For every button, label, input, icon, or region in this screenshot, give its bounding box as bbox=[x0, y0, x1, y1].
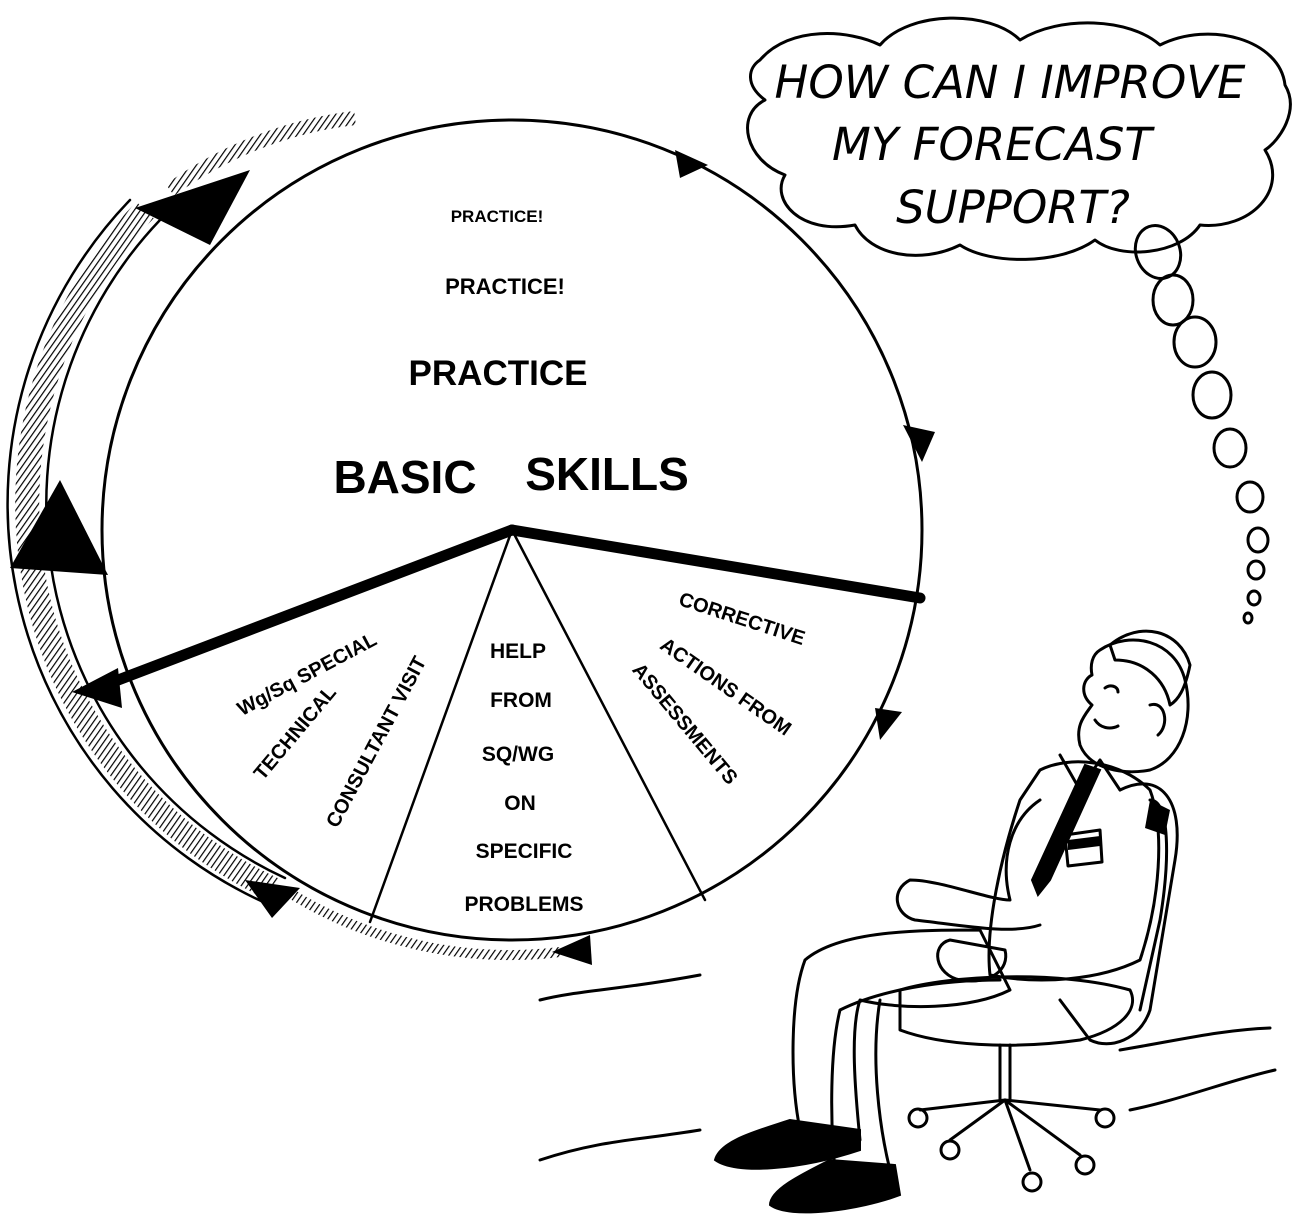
arrow-head-left bbox=[10, 480, 108, 575]
man-arm bbox=[895, 798, 1042, 931]
practice-line-1: PRACTICE! bbox=[451, 207, 544, 226]
skills-label: SKILLS bbox=[525, 448, 689, 500]
hatched-top-band bbox=[165, 111, 356, 196]
arrow-head-top-right bbox=[675, 150, 708, 178]
man-shoe-left bbox=[713, 1118, 861, 1170]
cycle-wheel bbox=[6, 111, 935, 965]
right-segment-line-1: CORRECTIVE bbox=[676, 589, 808, 650]
middle-segment-line-6: PROBLEMS bbox=[464, 893, 583, 916]
seated-forecaster-illustration bbox=[538, 629, 1277, 1214]
divider-left bbox=[86, 524, 518, 696]
wheel-circle bbox=[100, 118, 924, 942]
man-legs bbox=[791, 928, 1012, 1142]
man-hand bbox=[936, 938, 1008, 983]
thought-bubble: HOW CAN I IMPROVE MY FORECAST SUPPORT? bbox=[746, 16, 1292, 625]
hatched-bottom-band bbox=[282, 885, 561, 961]
hatched-cycle-arrow bbox=[15, 201, 281, 901]
divider-inner-left bbox=[368, 528, 514, 924]
arrow-head-divider bbox=[72, 668, 122, 708]
middle-segment-line-4: ON bbox=[504, 792, 536, 815]
middle-segment-line-5: SPECIFIC bbox=[476, 840, 573, 863]
basic-label: BASIC bbox=[333, 451, 476, 503]
left-segment: Wg/Sq SPECIAL TECHNICAL CONSULTANT VISIT bbox=[234, 629, 431, 832]
thought-line-1: HOW CAN I IMPROVE bbox=[775, 56, 1247, 109]
man-head bbox=[1077, 638, 1190, 774]
arrow-head-lower-right bbox=[875, 708, 902, 740]
main-segment: PRACTICE! PRACTICE! PRACTICE BASIC SKILL… bbox=[333, 207, 688, 503]
right-segment: CORRECTIVE ACTIONS FROM ASSESSMENTS bbox=[628, 589, 808, 790]
man-torso bbox=[987, 760, 1161, 982]
man-tie bbox=[1030, 763, 1102, 897]
thought-line-2: MY FORECAST bbox=[832, 118, 1155, 171]
arrow-head-right bbox=[903, 425, 935, 462]
chair-back bbox=[1058, 782, 1179, 1046]
thought-trail bbox=[1133, 224, 1270, 625]
arrow-head-bottom bbox=[552, 935, 592, 965]
thought-cloud bbox=[746, 16, 1292, 261]
practice-line-2: PRACTICE! bbox=[445, 274, 565, 299]
arrow-head-upper-left bbox=[135, 170, 250, 245]
middle-segment-line-3: SQ/WG bbox=[482, 743, 554, 766]
left-segment-line-3: CONSULTANT VISIT bbox=[322, 653, 431, 831]
arrow-head-bottom-left bbox=[245, 880, 300, 918]
thought-line-3: SUPPORT? bbox=[896, 181, 1130, 234]
middle-segment-line-2: FROM bbox=[490, 689, 552, 712]
middle-segment-line-1: HELP bbox=[490, 640, 546, 663]
middle-segment: HELP FROM SQ/WG ON SPECIFIC PROBLEMS bbox=[464, 640, 583, 916]
chair-seat bbox=[898, 975, 1134, 1047]
divider-right bbox=[506, 524, 926, 604]
chair-base bbox=[918, 1098, 1102, 1172]
divider-inner-right bbox=[510, 528, 707, 902]
man-shoe-right bbox=[768, 1158, 902, 1214]
practice-line-3: PRACTICE bbox=[409, 354, 588, 393]
